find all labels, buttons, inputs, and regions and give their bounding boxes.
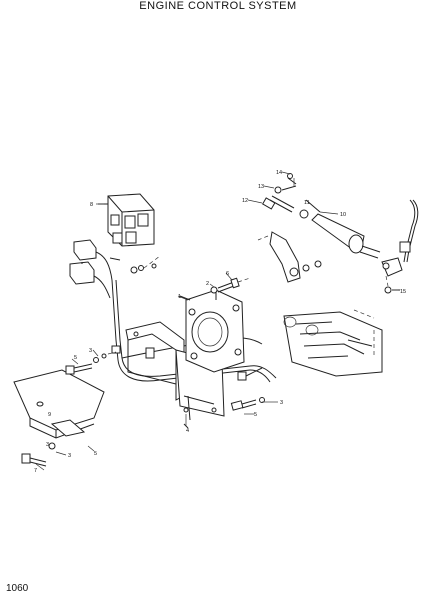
leader-lines [35,171,398,471]
callout-8: 8 [90,202,93,208]
callout-3: 3 [89,348,92,354]
callout-11: 11 [304,200,310,206]
callout-4: 4 [186,428,189,434]
throttle-lever [257,231,322,283]
connector-assembly [69,239,161,299]
callout-13: 13 [258,184,264,190]
throttle-cable [381,199,419,294]
bolt-set-upper [210,277,251,294]
callout-12: 12 [242,198,248,204]
callout-10: 10 [340,212,346,218]
callout-5: 5 [74,355,77,361]
governor-motor [179,289,245,373]
page-title: ENGINE CONTROL SYSTEM [139,0,297,12]
cover-plate [13,369,105,467]
switch-block-assembly [98,193,155,247]
callout-3: 2 [206,281,209,287]
engine-block-outline [283,309,383,377]
callout-15: 15 [400,289,406,295]
callout-14: 14 [276,170,282,176]
bolt-set-lower-right [230,367,265,411]
callout-5: 5 [94,451,97,457]
callout-labels: 1 6 2 3 3 3 4 5 5 5 3 7 8 9 10 11 12 13 … [34,170,406,474]
bolt-set-left [65,351,117,375]
callout-7: 7 [34,468,37,474]
control-rod-assembly [261,173,381,259]
callout-5: 5 [254,412,257,418]
callout-2: 6 [226,271,229,277]
callout-3: 3 [68,453,71,459]
callout-1: 1 [178,294,181,300]
page-number: 1060 [6,583,29,594]
callout-9: 9 [48,412,51,418]
callout-3: 3 [280,400,283,406]
callout-6: 3 [46,442,49,448]
